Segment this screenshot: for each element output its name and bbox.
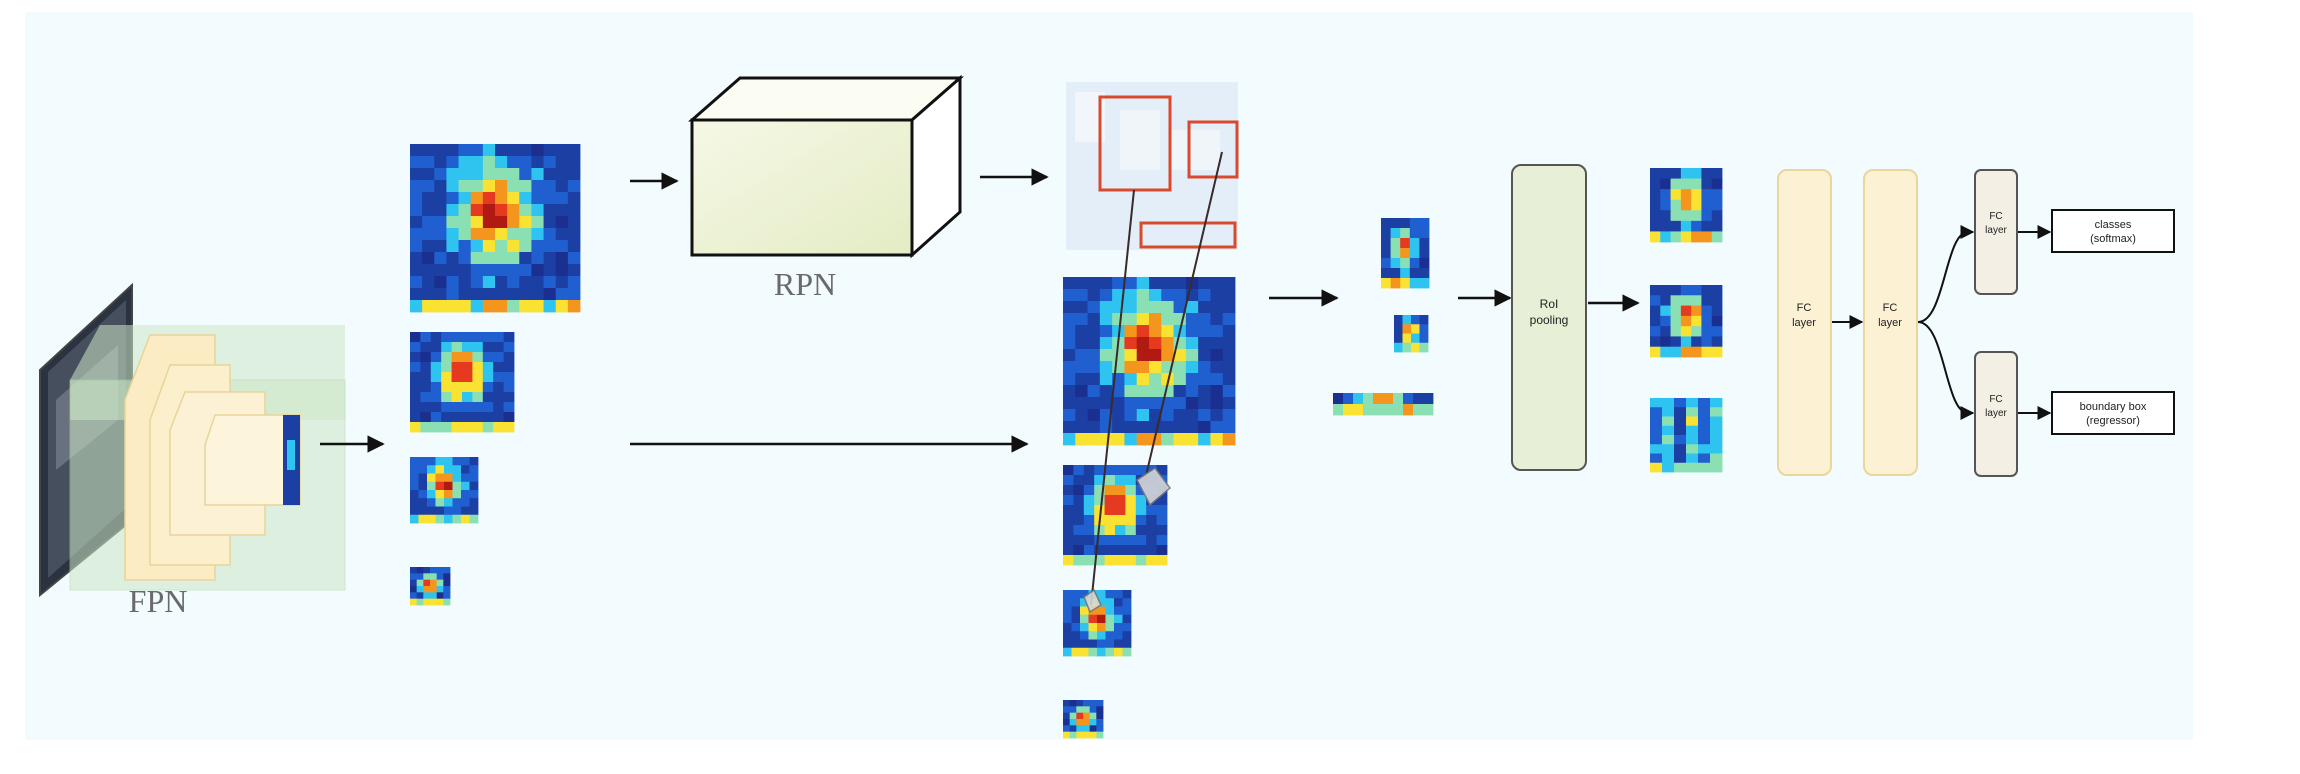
projection-line-1 <box>1090 189 1135 606</box>
fc-layer-classes-label-line1: FC <box>1989 211 2002 222</box>
feature-map-p2-right <box>1063 277 1236 446</box>
roi-pooling-block: RoI pooling <box>1511 164 1587 471</box>
proposal-box-3 <box>1139 221 1237 249</box>
feature-map-p5 <box>410 567 451 606</box>
fc-layer-2-label-line2: layer <box>1878 317 1902 329</box>
roi-crop-1 <box>1381 218 1430 289</box>
feature-map-p5-right <box>1063 700 1104 739</box>
rpn-front-face <box>690 118 914 257</box>
fc-layer-1-label-line1: FC <box>1797 302 1812 314</box>
fpn-block: FPN <box>39 282 346 619</box>
feature-map-p3 <box>410 332 515 433</box>
fc-layer-bbox-label-line1: FC <box>1989 394 2002 405</box>
classes-label-line1: classes <box>2095 219 2132 231</box>
roi-crop-3 <box>1333 393 1434 416</box>
feature-map-p2 <box>410 144 581 313</box>
proposal-image <box>1066 82 1239 250</box>
roi-pooling-box <box>1511 164 1587 471</box>
projection-line-2 <box>1144 151 1223 481</box>
fpn-label: FPN <box>129 583 188 619</box>
pooled-map-2 <box>1650 285 1723 358</box>
roi-crops <box>1333 218 1434 416</box>
fc-layer-2: FC layer <box>1863 169 1918 476</box>
fc-layer-classes-label-line2: layer <box>1985 225 2007 236</box>
branch-to-classes <box>1917 225 1975 323</box>
fc-layer-1: FC layer <box>1777 169 1832 476</box>
roi-pooling-label-line2: pooling <box>1530 313 1569 327</box>
proposal-box-1 <box>1098 95 1172 192</box>
classes-output: classes (softmax) <box>2051 209 2175 253</box>
pooled-feature-maps <box>1650 168 1723 473</box>
roi-pooling-label-line1: RoI <box>1540 297 1559 311</box>
classes-label-line2: (softmax) <box>2090 233 2136 245</box>
bbox-label-line2: (regressor) <box>2086 415 2140 427</box>
branch-to-bbox <box>1917 321 1975 420</box>
proposal-box-2 <box>1187 120 1239 179</box>
fc-layer-classes: FC layer <box>1974 169 2018 295</box>
pooled-map-3 <box>1650 398 1723 473</box>
bbox-label-line1: boundary box <box>2080 401 2147 413</box>
pooled-map-1 <box>1650 168 1723 243</box>
fc-layer-bbox: FC layer <box>1974 351 2018 477</box>
bbox-output: boundary box (regressor) <box>2051 391 2175 435</box>
fc-layer-1-label-line2: layer <box>1792 317 1816 329</box>
rpn-label: RPN <box>774 266 836 302</box>
feature-map-p4 <box>410 457 479 524</box>
rpn-block: RPN <box>688 74 964 302</box>
fc-layer-2-label-line1: FC <box>1883 302 1898 314</box>
fc-layer-bbox-label-line2: layer <box>1985 408 2007 419</box>
roi-crop-2 <box>1394 315 1429 353</box>
feature-pyramid-left <box>410 144 581 606</box>
